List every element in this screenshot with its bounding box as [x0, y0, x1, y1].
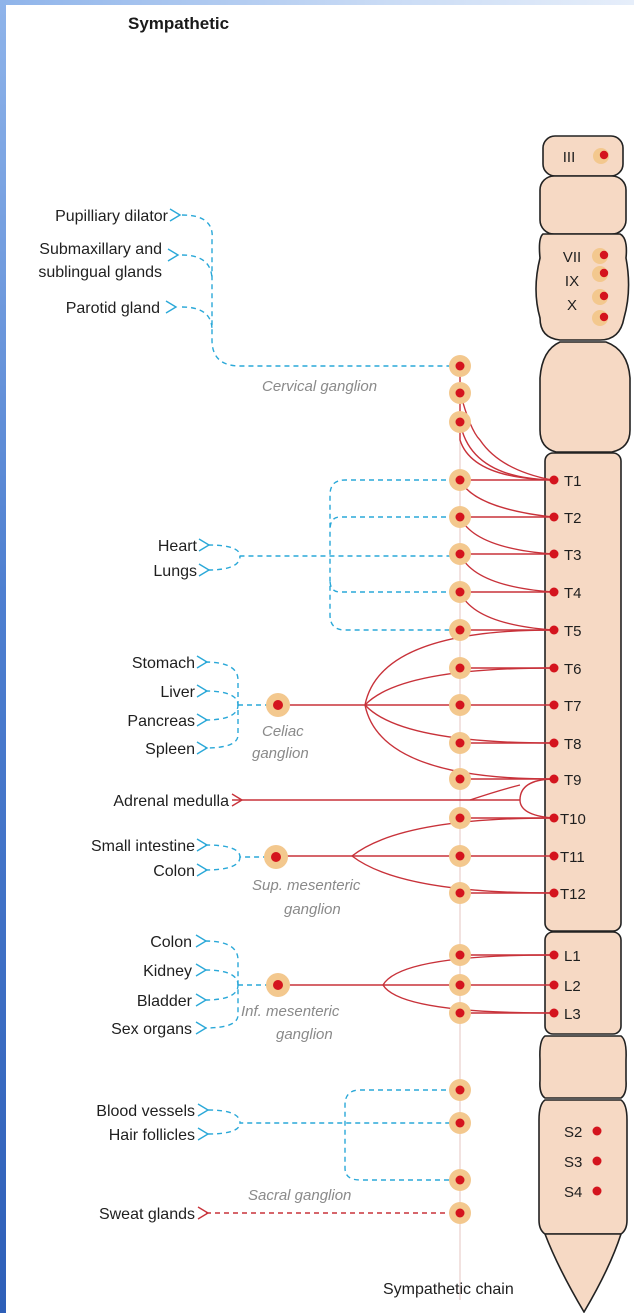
segment-label-L2: L2: [564, 978, 581, 995]
target-heart: Heart: [158, 538, 198, 555]
label-inf-mesenteric-line2: ganglion: [276, 1026, 333, 1043]
segment-label-T3: T3: [564, 547, 582, 564]
target-parotid-gland: Parotid gland: [66, 300, 160, 317]
segment-label-S2: S2: [564, 1124, 582, 1141]
segment-label-T9: T9: [564, 772, 582, 789]
target-hair-follicles: Hair follicles: [109, 1127, 195, 1144]
segment-label-T4: T4: [564, 585, 582, 602]
label-sup-mesenteric-line1: Sup. mesenteric: [252, 877, 361, 894]
target-pupilliary-dilator: Pupilliary dilator: [55, 208, 169, 225]
label-celiac-ganglion-line1: Celiac: [262, 723, 304, 740]
target-submaxillary-line1: Submaxillary and: [39, 241, 162, 258]
preganglionic-fibers: [206, 366, 552, 1213]
segment-label-L1: L1: [564, 948, 581, 965]
segment-label-T5: T5: [564, 623, 582, 640]
target-small-intestine: Small intestine: [91, 838, 195, 855]
segment-label-IX: IX: [565, 273, 579, 290]
target-adrenal-medulla: Adrenal medulla: [113, 793, 229, 810]
target-colon-lower: Colon: [150, 934, 192, 951]
segment-label-III: III: [563, 149, 576, 166]
target-kidney: Kidney: [143, 963, 192, 980]
spinal-cord: [536, 136, 630, 1312]
segment-label-T8: T8: [564, 736, 582, 753]
target-blood-vessels: Blood vessels: [96, 1103, 195, 1120]
target-bladder: Bladder: [137, 993, 193, 1010]
segment-label-S3: S3: [564, 1154, 582, 1171]
segment-label-T1: T1: [564, 473, 582, 490]
target-liver: Liver: [160, 684, 195, 701]
target-submaxillary-line2: sublingual glands: [38, 264, 162, 281]
segment-label-L3: L3: [564, 1006, 581, 1023]
label-sacral-ganglion: Sacral ganglion: [248, 1187, 351, 1204]
segment-label-T11: T11: [560, 849, 585, 866]
segment-label-X: X: [567, 297, 577, 314]
segment-label-T6: T6: [564, 661, 582, 678]
label-cervical-ganglion: Cervical ganglion: [262, 378, 377, 395]
segment-label-T2: T2: [564, 510, 582, 527]
target-sweat-glands: Sweat glands: [99, 1206, 195, 1223]
label-celiac-ganglion-line2: ganglion: [252, 745, 309, 762]
target-spleen: Spleen: [145, 741, 195, 758]
target-pancreas: Pancreas: [127, 713, 195, 730]
label-inf-mesenteric-line1: Inf. mesenteric: [241, 1003, 340, 1020]
segment-label-VII: VII: [563, 249, 581, 266]
label-sympathetic-chain: Sympathetic chain: [383, 1281, 514, 1298]
chain-ganglia: [449, 355, 471, 1224]
label-sup-mesenteric-line2: ganglion: [284, 901, 341, 918]
segment-label-T7: T7: [564, 698, 582, 715]
target-sex-organs: Sex organs: [111, 1021, 192, 1038]
target-colon-upper: Colon: [153, 863, 195, 880]
segment-label-T12: T12: [560, 886, 586, 903]
target-stomach: Stomach: [132, 655, 195, 672]
target-lungs: Lungs: [153, 563, 197, 580]
segment-label-T10: T10: [560, 811, 586, 828]
segment-label-S4: S4: [564, 1184, 582, 1201]
